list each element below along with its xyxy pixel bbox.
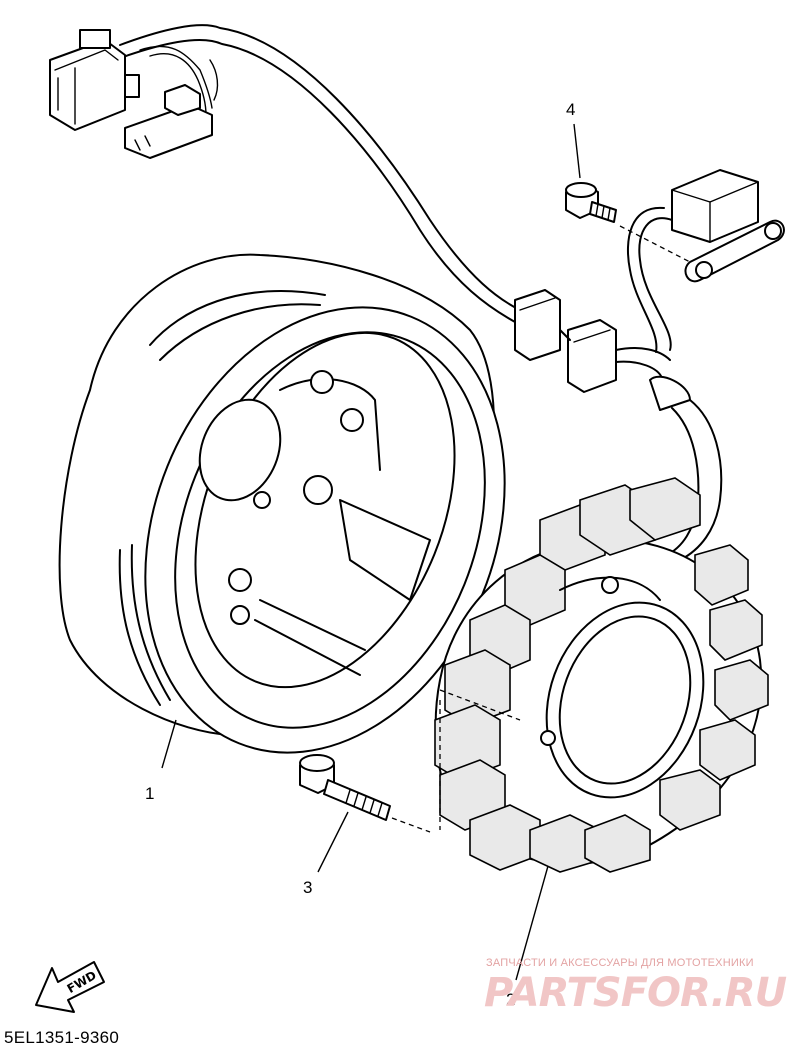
stator-assembly [434, 477, 769, 873]
coupler-small [124, 84, 213, 159]
screw-4 [565, 182, 691, 263]
callout-4: 4 [566, 100, 576, 119]
fwd-arrow-icon [35, 961, 105, 1013]
callout-3: 3 [303, 878, 313, 897]
callout-2: 2 [506, 990, 516, 1009]
callout-1: 1 [145, 784, 155, 803]
watermark-logo: PARTSFOR.RU [484, 970, 787, 1016]
watermark-caption: ЗАПЧАСТИ И АКСЕССУАРЫ ДЛЯ МОТОТЕХНИКИ [486, 957, 754, 969]
rotor-flywheel [58, 253, 506, 754]
bolt-3 [299, 754, 431, 833]
wire-harness [119, 24, 521, 323]
coupler-large [49, 29, 140, 131]
stator-poles [434, 477, 769, 873]
harness-connectors [514, 289, 691, 411]
pickup-coil [627, 169, 785, 353]
leader-lines [161, 123, 581, 981]
part-code: 5EL1351-9360 [4, 1028, 120, 1047]
